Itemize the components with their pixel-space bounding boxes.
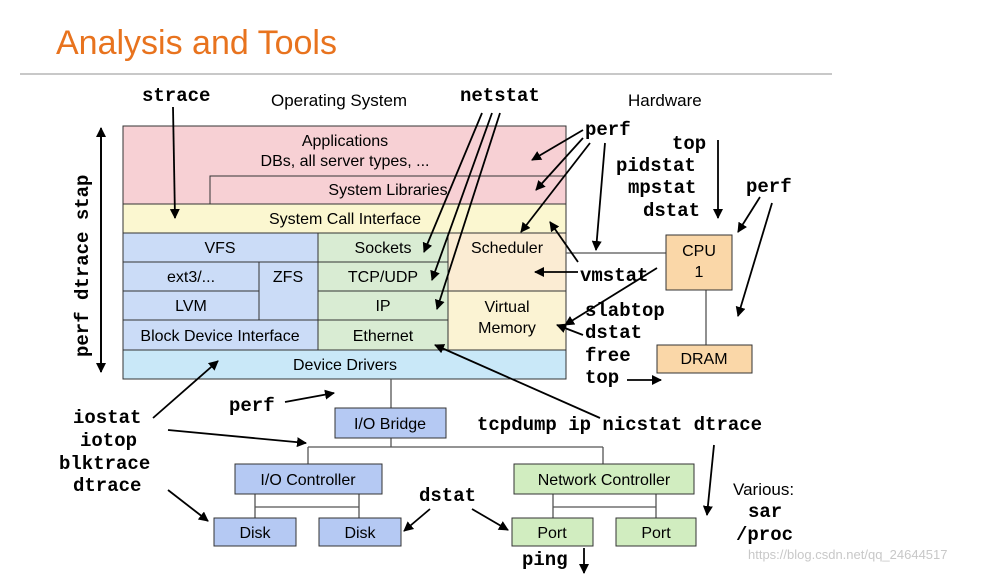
- dtrace-io-label: dtrace: [73, 475, 141, 497]
- tcpdump-ip-nicstat-dtrace-label: tcpdump ip nicstat dtrace: [477, 414, 762, 436]
- zfs-label: ZFS: [273, 269, 303, 286]
- device-drivers-label: Device Drivers: [293, 357, 397, 374]
- perf-cpu-label: perf: [746, 176, 792, 198]
- ext3-label: ext3/...: [167, 269, 215, 286]
- title-divider: [20, 73, 832, 75]
- tool-labels: strace netstat perf top pidstat mpstat d…: [59, 85, 794, 571]
- hardware-connectors: [254, 252, 707, 518]
- top-label: top: [672, 133, 706, 155]
- iotop-label: iotop: [80, 430, 137, 452]
- network-controller-box: [513, 463, 695, 495]
- sockets-box: [317, 232, 449, 263]
- perf-bridge-label: perf: [229, 395, 275, 417]
- virtual-label: Virtual: [484, 299, 529, 316]
- disk2-box: [318, 517, 402, 547]
- ethernet-label: Ethernet: [353, 328, 414, 345]
- scheduler-label: Scheduler: [471, 240, 544, 257]
- system-libraries-layer: [209, 175, 567, 205]
- disk1-label: Disk: [239, 525, 271, 542]
- free-label: free: [585, 345, 631, 367]
- mpstat-label: mpstat: [628, 177, 696, 199]
- applications-label: Applications: [302, 133, 388, 150]
- virtual-memory-box: [447, 290, 567, 351]
- netstat-label: netstat: [460, 85, 540, 107]
- perf-dtrace-stap-label: perf dtrace stap: [72, 175, 94, 357]
- tool-arrows: [152, 106, 773, 574]
- port1-box: [511, 517, 594, 547]
- strace-label: strace: [142, 85, 210, 107]
- pidstat-label: pidstat: [616, 155, 696, 177]
- io-bridge-label: I/O Bridge: [354, 416, 426, 433]
- tcpudp-label: TCP/UDP: [348, 269, 418, 286]
- port2-box: [615, 517, 697, 547]
- io-bridge-box: [334, 407, 447, 439]
- dram-label: DRAM: [680, 351, 727, 368]
- top-mem-label: top: [585, 367, 619, 389]
- zfs-box: [258, 261, 319, 321]
- cpu-number-label: 1: [695, 264, 704, 281]
- proc-label: /proc: [736, 524, 793, 546]
- hardware-header: Hardware: [628, 91, 702, 110]
- sar-label: sar: [748, 501, 782, 523]
- port1-label: Port: [537, 525, 567, 542]
- vfs-label: VFS: [204, 240, 235, 257]
- ip-box: [317, 290, 449, 321]
- perf-apps-label: perf: [585, 119, 631, 141]
- vmstat-label: vmstat: [580, 265, 648, 287]
- io-controller-label: I/O Controller: [260, 472, 356, 489]
- network-controller-label: Network Controller: [538, 472, 671, 489]
- hardware-boxes: CPU 1 DRAM I/O Bridge I/O Controller Net…: [213, 234, 753, 547]
- applications-sub-label: DBs, all server types, ...: [261, 153, 430, 170]
- page-title: Analysis and Tools: [56, 24, 337, 62]
- lvm-label: LVM: [175, 298, 207, 315]
- vfs-box: [122, 232, 319, 263]
- memory-label: Memory: [478, 320, 536, 337]
- system-libraries-label: System Libraries: [328, 182, 447, 199]
- port2-label: Port: [641, 525, 671, 542]
- os-stack: Applications DBs, all server types, ... …: [122, 125, 567, 380]
- io-controller-box: [234, 463, 383, 495]
- slabtop-label: slabtop: [585, 300, 665, 322]
- ip-label: IP: [375, 298, 390, 315]
- iostat-label: iostat: [73, 407, 141, 429]
- ethernet-box: [317, 319, 449, 351]
- watermark: https://blog.csdn.net/qq_24644517: [748, 547, 948, 562]
- dstat-disk-label: dstat: [419, 485, 476, 507]
- ping-label: ping: [522, 549, 568, 571]
- dstat-mem-label: dstat: [585, 322, 642, 344]
- syscall-layer: [122, 203, 567, 234]
- various-label: Various:: [733, 480, 794, 499]
- blktrace-label: blktrace: [59, 453, 150, 475]
- device-drivers-layer: [122, 349, 567, 380]
- cpu-label: CPU: [682, 243, 716, 260]
- block-device-label: Block Device Interface: [140, 328, 299, 345]
- sockets-label: Sockets: [355, 240, 412, 257]
- disk1-box: [213, 517, 297, 547]
- syscall-label: System Call Interface: [269, 211, 421, 228]
- dstat-cpu-label: dstat: [643, 200, 700, 222]
- dram-box: [656, 344, 753, 374]
- disk2-label: Disk: [344, 525, 376, 542]
- scheduler-box: [447, 232, 567, 292]
- os-header: Operating System: [271, 91, 407, 110]
- cpu-box: [665, 234, 733, 291]
